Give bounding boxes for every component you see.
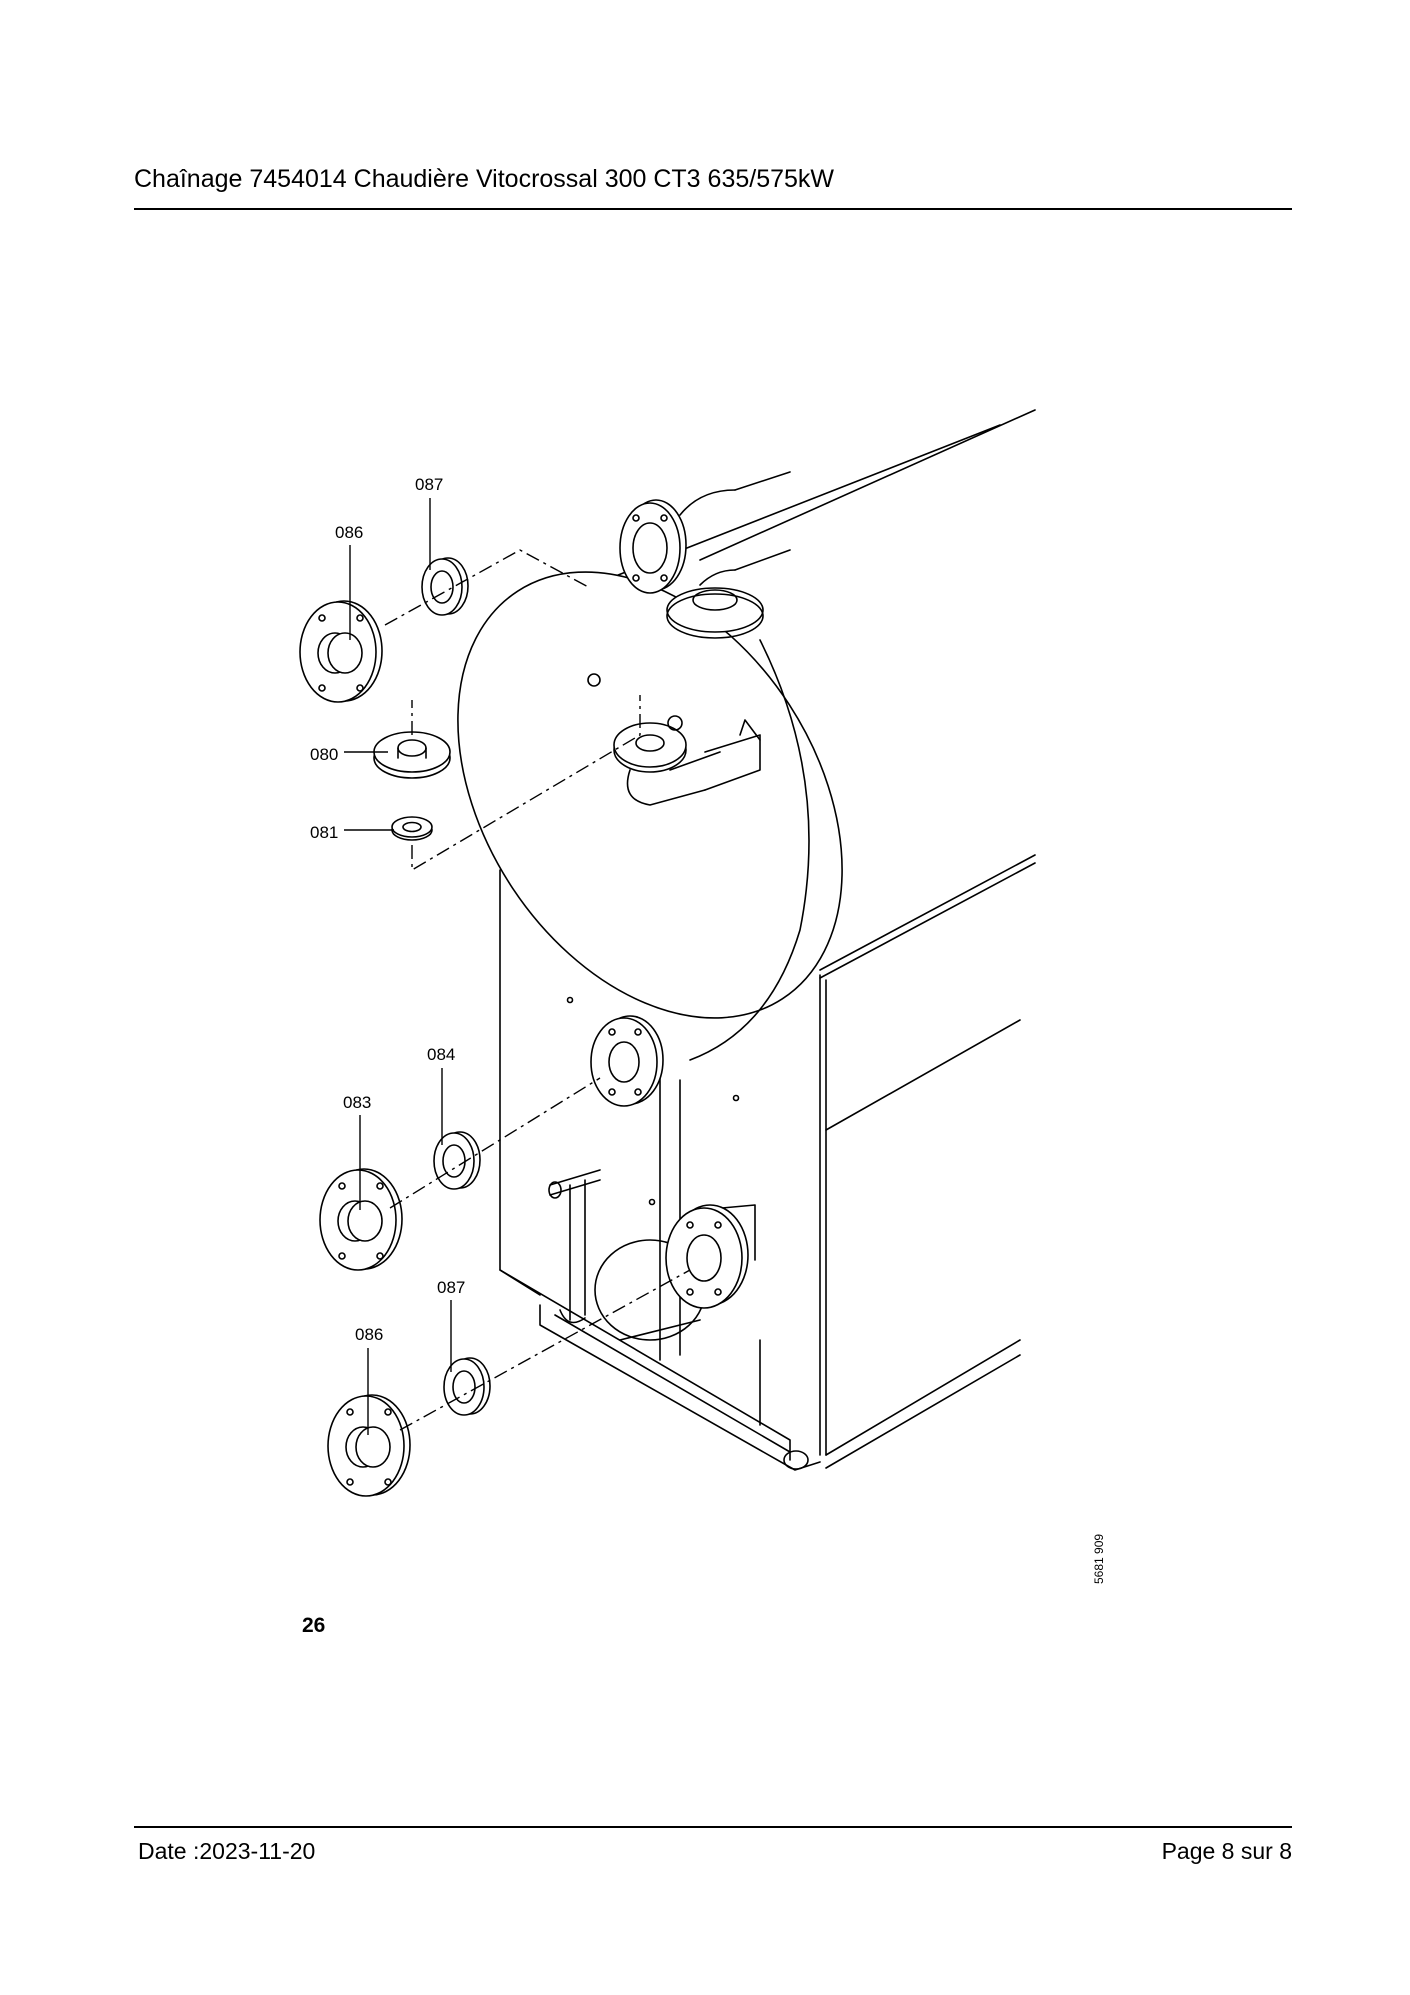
label-081: 081 [310, 823, 338, 842]
leader-lines [344, 498, 452, 1435]
assembly-axes [384, 549, 691, 1431]
part-083 [319, 1168, 403, 1271]
top-elbow-outlet [619, 471, 791, 639]
label-084: 084 [427, 1045, 455, 1064]
footer-page-number: Page 8 sur 8 [1161, 1838, 1292, 1864]
part-084 [433, 1131, 481, 1190]
part-087-top [421, 557, 469, 616]
boiler-body [499, 409, 1036, 1471]
label-083: 083 [343, 1093, 371, 1112]
label-087-top: 087 [415, 475, 443, 494]
footer-rule [134, 1826, 1292, 1828]
label-080: 080 [310, 745, 338, 764]
part-080 [373, 731, 451, 779]
header-rule [134, 208, 1292, 210]
label-086-top: 086 [335, 523, 363, 542]
side-pipe [548, 1169, 601, 1324]
figure-number: 26 [302, 1614, 326, 1637]
label-087-bottom: 087 [437, 1278, 465, 1297]
part-086-top [299, 600, 383, 703]
front-cover [457, 571, 843, 1206]
label-086-bottom: 086 [355, 1325, 383, 1344]
part-086-bottom [327, 1394, 411, 1497]
bottom-outlet [594, 1204, 756, 1341]
page-title: Chaînage 7454014 Chaudière Vitocrossal 3… [134, 165, 834, 193]
drawing-id: 5681 909 [1092, 1533, 1106, 1584]
footer-date: Date :2023-11-20 [138, 1838, 316, 1864]
middle-flange [590, 1015, 664, 1107]
part-081 [391, 816, 433, 841]
